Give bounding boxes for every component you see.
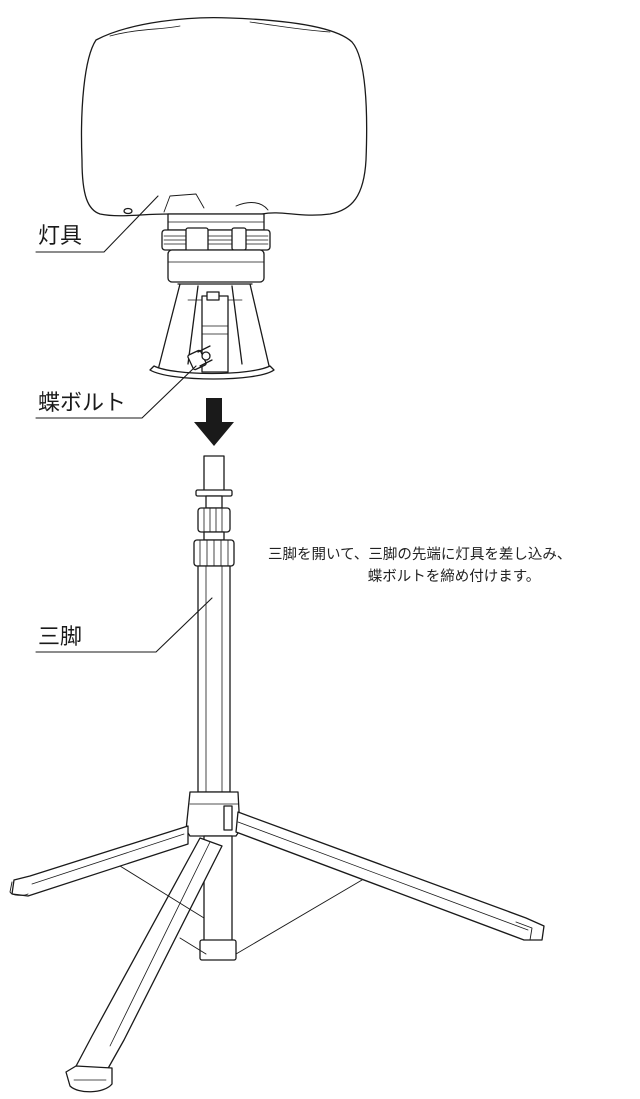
down-arrow-icon <box>194 398 234 446</box>
tripod-spigot <box>203 455 225 493</box>
tripod-leg-left <box>11 825 189 897</box>
tripod-stand <box>9 455 545 1093</box>
lamp-head <box>80 17 368 380</box>
label-butterfly-bolt: 蝶ボルト <box>38 391 127 416</box>
tripod-leg-right <box>235 811 545 941</box>
instruction-line-2: 蝶ボルトを締め付けます。 <box>367 569 541 586</box>
leader-lines <box>35 195 213 653</box>
label-tripod: 三脚 <box>38 625 83 650</box>
instruction-text: 三脚を開いて、三脚の先端に灯具を差し込み、 蝶ボルトを締め付けます。 <box>268 544 640 589</box>
mount-cage <box>157 283 271 371</box>
leader-bolt <box>35 365 197 419</box>
butterfly-bolt-part <box>187 345 213 371</box>
label-lamp: 灯具 <box>38 224 83 249</box>
instruction-line-1: 三脚を開いて、三脚の先端に灯具を差し込み、 <box>268 547 572 563</box>
leader-tripod <box>35 597 213 653</box>
lamp-base <box>167 249 265 283</box>
leader-lamp <box>35 195 159 253</box>
upper-lock-knob <box>197 507 231 533</box>
tripod-pole <box>197 565 231 793</box>
lamp-cover <box>80 17 368 217</box>
